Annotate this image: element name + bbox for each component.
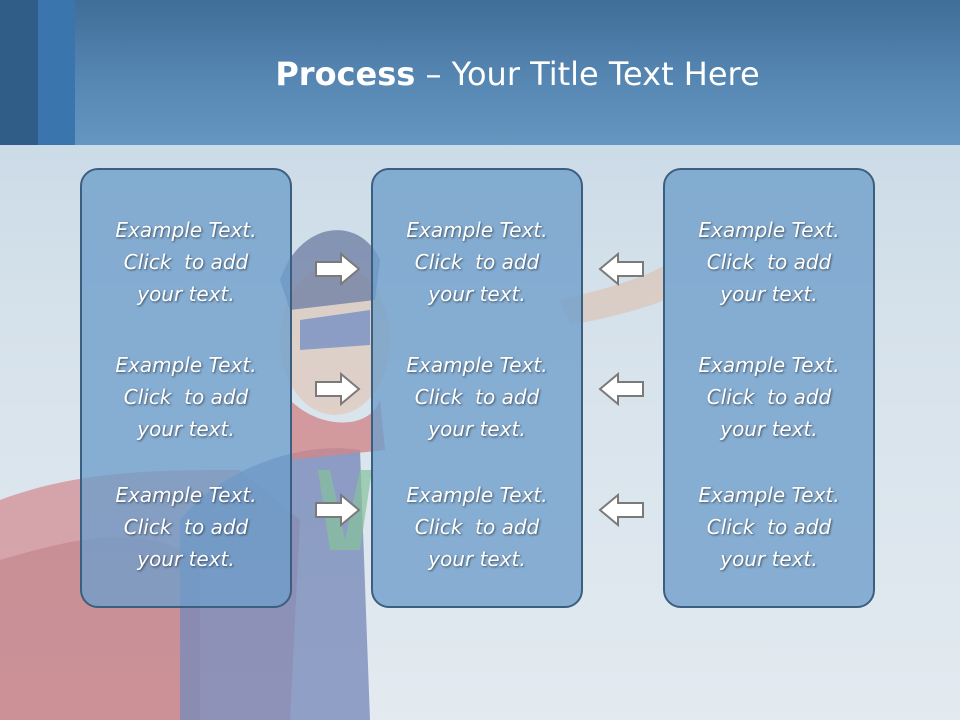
slide-title[interactable]: Process – Your Title Text Here: [75, 52, 960, 96]
process-box-center[interactable]: Example Text. Click to add your text. Ex…: [371, 168, 583, 608]
right-arrow-icon[interactable]: [315, 252, 361, 286]
slide-title-bold: Process: [275, 55, 416, 93]
text-line: your text.: [428, 417, 526, 441]
text-placeholder[interactable]: Example Text. Click to add your text.: [82, 214, 290, 310]
text-line: Example Text.: [115, 218, 257, 242]
text-placeholder[interactable]: Example Text. Click to add your text.: [373, 349, 581, 445]
text-line: your text.: [137, 547, 235, 571]
text-line: Click to add: [414, 250, 540, 274]
text-line: Example Text.: [698, 483, 840, 507]
text-line: your text.: [137, 282, 235, 306]
text-placeholder[interactable]: Example Text. Click to add your text.: [82, 479, 290, 575]
title-band-stripe: [38, 0, 75, 145]
text-line: your text.: [428, 547, 526, 571]
text-line: your text.: [720, 282, 818, 306]
text-line: Example Text.: [406, 218, 548, 242]
text-line: Example Text.: [406, 483, 548, 507]
slide-title-rest: – Your Title Text Here: [415, 55, 760, 93]
text-line: Example Text.: [406, 353, 548, 377]
text-line: Click to add: [123, 250, 249, 274]
text-line: Example Text.: [115, 483, 257, 507]
left-arrow-icon[interactable]: [598, 372, 644, 406]
text-line: Click to add: [414, 385, 540, 409]
text-placeholder[interactable]: Example Text. Click to add your text.: [373, 479, 581, 575]
text-placeholder[interactable]: Example Text. Click to add your text.: [82, 349, 290, 445]
text-line: Click to add: [123, 385, 249, 409]
text-line: Example Text.: [698, 353, 840, 377]
text-line: Click to add: [123, 515, 249, 539]
text-line: your text.: [720, 547, 818, 571]
text-placeholder[interactable]: Example Text. Click to add your text.: [665, 479, 873, 575]
text-line: your text.: [137, 417, 235, 441]
text-line: your text.: [720, 417, 818, 441]
text-line: Click to add: [414, 515, 540, 539]
title-band: Process – Your Title Text Here: [0, 0, 960, 145]
process-box-right[interactable]: Example Text. Click to add your text. Ex…: [663, 168, 875, 608]
text-line: Click to add: [706, 515, 832, 539]
right-arrow-icon[interactable]: [315, 493, 361, 527]
text-line: Click to add: [706, 250, 832, 274]
text-line: Click to add: [706, 385, 832, 409]
right-arrow-icon[interactable]: [315, 372, 361, 406]
text-placeholder[interactable]: Example Text. Click to add your text.: [665, 349, 873, 445]
text-placeholder[interactable]: Example Text. Click to add your text.: [373, 214, 581, 310]
text-placeholder[interactable]: Example Text. Click to add your text.: [665, 214, 873, 310]
text-line: Example Text.: [698, 218, 840, 242]
process-box-left[interactable]: Example Text. Click to add your text. Ex…: [80, 168, 292, 608]
left-arrow-icon[interactable]: [598, 493, 644, 527]
left-arrow-icon[interactable]: [598, 252, 644, 286]
title-band-stripe: [0, 0, 38, 145]
text-line: your text.: [428, 282, 526, 306]
text-line: Example Text.: [115, 353, 257, 377]
